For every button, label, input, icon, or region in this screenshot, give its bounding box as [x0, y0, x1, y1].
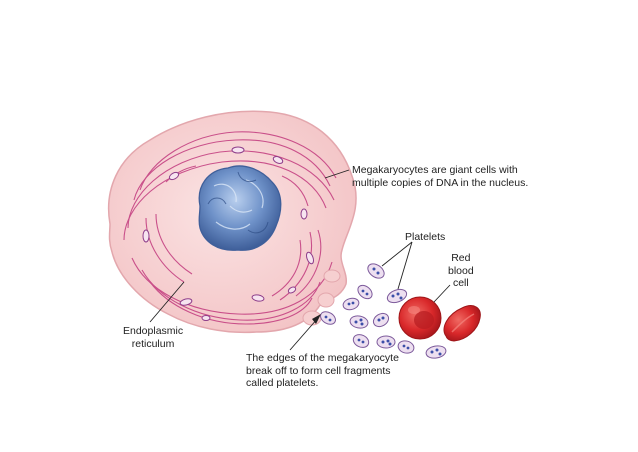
red-blood-cell-side — [443, 305, 481, 342]
platelet — [320, 311, 336, 325]
nucleus — [198, 165, 282, 251]
edges-caption-label: The edges of the megakaryocyte break off… — [246, 352, 399, 389]
platelet — [386, 288, 408, 304]
cytoplasm-granules — [142, 146, 314, 321]
platelet — [352, 334, 370, 348]
leader-line-platelets-b — [397, 241, 413, 290]
platelets — [320, 263, 447, 359]
platelet — [397, 340, 415, 354]
platelet — [342, 297, 360, 311]
platelet — [372, 312, 390, 328]
leader-line-platelets-a — [381, 241, 413, 267]
megakaryocyte-label: Megakaryocytes are giant cells with mult… — [352, 164, 529, 189]
leader-line-megakaryocyte — [324, 169, 350, 179]
arrowhead-icon — [312, 314, 321, 324]
platelet — [376, 335, 396, 349]
platelet — [349, 315, 369, 329]
red-blood-cell-front — [398, 296, 442, 340]
leader-line-er — [149, 281, 185, 323]
platelet — [357, 284, 373, 300]
platelets-label: Platelets — [405, 231, 446, 243]
leader-line-rbc — [433, 284, 451, 303]
leader-line-edges — [289, 317, 319, 351]
platelet — [367, 263, 385, 279]
platelet-granules — [324, 267, 442, 356]
red-blood-cell-label: Red blood cell — [448, 252, 474, 289]
endoplasmic-reticulum-label: Endoplasmic reticulum — [123, 325, 184, 350]
leader-lines — [149, 169, 451, 351]
endoplasmic-reticulum — [123, 131, 337, 325]
